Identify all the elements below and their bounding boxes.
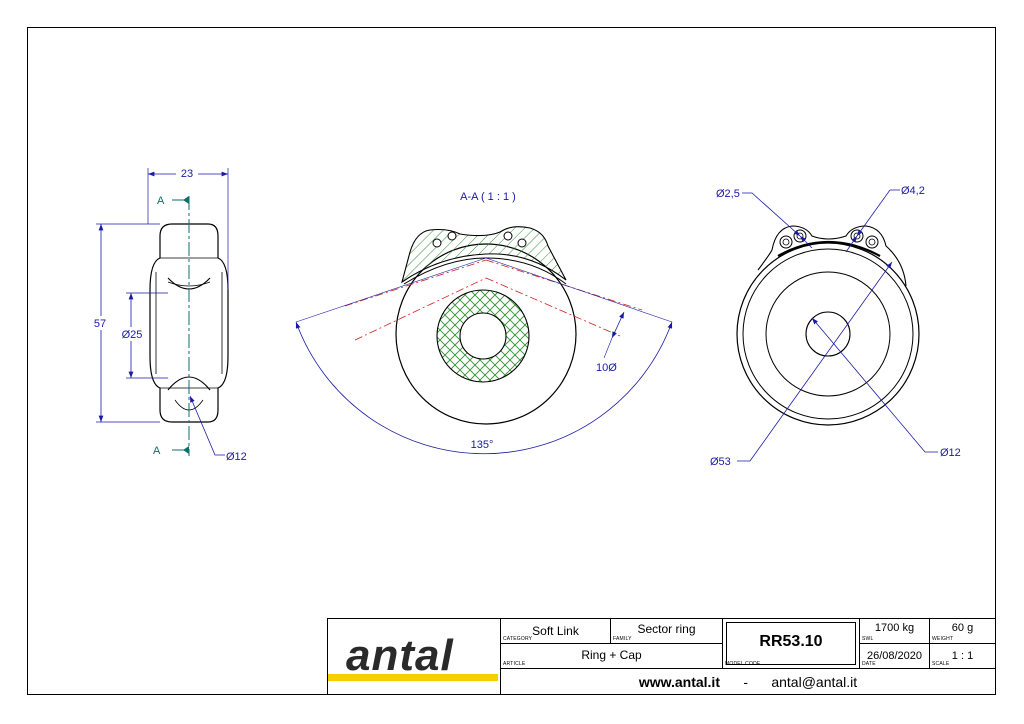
weight-caption: WEIGHT xyxy=(932,636,954,642)
contact-row: www.antal.it - antal@antal.it xyxy=(500,669,995,694)
section-mark-top: A xyxy=(157,195,165,207)
title-block: antal Soft Link CATEGORY Sector ring FAM… xyxy=(327,618,996,695)
family-caption: FAMILY xyxy=(613,636,632,642)
front-view: Ø2,5 Ø4,2 Ø53 Ø12 xyxy=(710,185,961,468)
email-link[interactable]: antal@antal.it xyxy=(771,674,858,690)
date-caption: DATE xyxy=(862,661,876,667)
front-outer-dim: Ø53 xyxy=(710,456,731,468)
article-value: Ring + Cap xyxy=(581,648,642,662)
side-groove-dim: Ø25 xyxy=(122,329,143,341)
swl-cell: 1700 kg SWL xyxy=(859,619,929,644)
section-angle-dim: 135° xyxy=(471,439,494,451)
model-code-caption: MODEL CODE xyxy=(725,661,761,667)
scale-caption: SCALE xyxy=(932,661,950,667)
side-view: A A 23 57 Ø25 Ø12 xyxy=(90,166,247,463)
swl-caption: SWL xyxy=(862,636,874,642)
weight-value: 60 g xyxy=(951,622,974,634)
section-title: A-A ( 1 : 1 ) xyxy=(460,191,516,203)
swl-value: 1700 kg xyxy=(874,622,915,634)
logo-accent-bar xyxy=(328,674,498,681)
model-code-value: RR53.10 xyxy=(759,633,823,650)
logo-cell: antal xyxy=(328,619,500,694)
family-cell: Sector ring FAMILY xyxy=(610,619,722,644)
section-gap-dim: 10Ø xyxy=(596,362,617,374)
website-link[interactable]: www.antal.it xyxy=(638,674,720,690)
category-cell: Soft Link CATEGORY xyxy=(500,619,610,644)
contact-separator: - xyxy=(743,674,748,690)
side-height-dim: 57 xyxy=(94,318,106,330)
weight-cell: 60 g WEIGHT xyxy=(929,619,995,644)
date-cell: 26/08/2020 DATE xyxy=(859,644,929,669)
antal-logo: antal xyxy=(346,631,454,680)
front-small-hole-dim: Ø2,5 xyxy=(716,188,740,200)
category-caption: CATEGORY xyxy=(503,636,533,642)
category-value: Soft Link xyxy=(532,624,579,638)
front-large-hole-dim: Ø4,2 xyxy=(901,185,925,197)
article-cell: Ring + Cap ARTICLE xyxy=(500,644,722,669)
scale-cell: 1 : 1 SCALE xyxy=(929,644,995,669)
article-caption: ARTICLE xyxy=(503,661,526,667)
model-code-cell: RR53.10 MODEL CODE xyxy=(722,619,859,669)
front-bore-dim: Ø12 xyxy=(940,447,961,459)
scale-value: 1 : 1 xyxy=(951,650,974,662)
family-value: Sector ring xyxy=(637,622,696,636)
date-value: 26/08/2020 xyxy=(866,650,923,662)
side-width-dim: 23 xyxy=(181,168,193,180)
contact-line: www.antal.it - antal@antal.it xyxy=(501,674,995,690)
section-mark-bottom: A xyxy=(153,445,161,457)
side-pin-dim: Ø12 xyxy=(226,451,247,463)
section-view: A-A ( 1 : 1 ) 135° xyxy=(295,191,673,455)
